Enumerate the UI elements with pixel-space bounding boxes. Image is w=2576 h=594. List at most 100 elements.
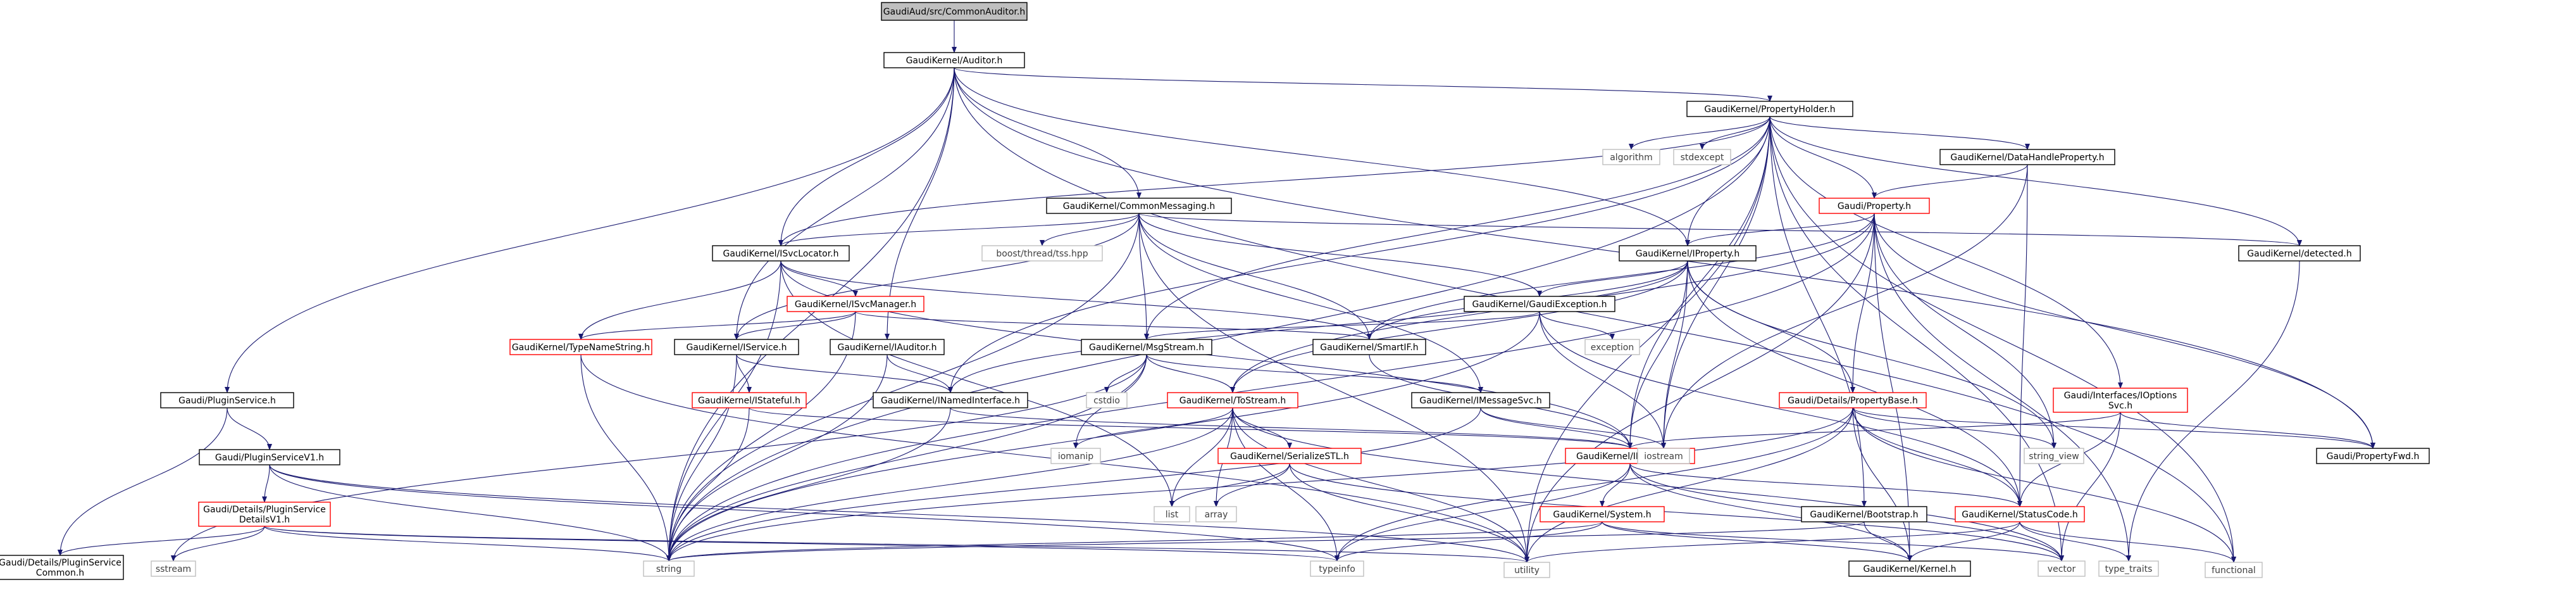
edge-pluginservicev1-to-string — [269, 464, 671, 562]
node-box-gaudiexception — [1464, 296, 1615, 312]
node-box-iomanip — [1050, 448, 1101, 464]
edge-isvclocator-to-typenamestring — [578, 260, 781, 340]
edge-bootstrap-to-kernel — [1864, 521, 1912, 562]
node-box-iauditor — [830, 339, 945, 355]
node-box-bootstrap — [1801, 506, 1927, 522]
node-box-psdetailsv1 — [198, 502, 331, 527]
edge-inamedinterface-to-string — [666, 407, 951, 562]
edge-commonmessaging-to-gaudiexception — [1138, 213, 1542, 297]
edge-isvcmanager-to-smartif — [855, 311, 1372, 340]
edge-tostream-to-typeinfo — [1232, 407, 1340, 562]
node-label-propertybase: Gaudi/Details/PropertyBase.h — [1788, 396, 1918, 406]
edge-propertybase-to-functional — [1852, 407, 2236, 563]
edge-propertyholder-to-isvclocator — [778, 116, 1770, 246]
node-smartif[interactable]: GaudiKernel/SmartIF.h — [1312, 339, 1426, 355]
node-string: string — [643, 560, 695, 577]
edge-serializestl-to-list — [1169, 463, 1290, 507]
node-propertyfwd[interactable]: Gaudi/PropertyFwd.h — [2316, 448, 2430, 464]
node-tostream[interactable]: GaudiKernel/ToStream.h — [1167, 392, 1298, 408]
edge-iproperty-to-tostream — [1230, 260, 1688, 393]
node-box-kernel — [1848, 560, 1971, 577]
edge-interface-to-kernel — [1629, 463, 1912, 562]
edge-auditor-to-functional — [954, 67, 2236, 563]
node-propertybase[interactable]: Gaudi/Details/PropertyBase.h — [1779, 392, 1927, 408]
node-kernel[interactable]: GaudiKernel/Kernel.h — [1848, 560, 1971, 577]
node-isvclocator[interactable]: GaudiKernel/ISvcLocator.h — [712, 245, 850, 262]
node-pluginservicev1[interactable]: Gaudi/PluginServiceV1.h — [199, 449, 340, 465]
edge-commonmessaging-to-utility — [1138, 213, 1529, 563]
edge-system-to-typeinfo — [1335, 521, 1603, 562]
edge-iauditor-to-string — [666, 354, 888, 562]
edge-iservice-to-istateful — [736, 354, 752, 393]
node-box-boostthread — [981, 245, 1103, 262]
node-label-imessagesvc: GaudiKernel/IMessageSvc.h — [1419, 396, 1541, 406]
node-property[interactable]: Gaudi/Property.h — [1819, 198, 1930, 214]
edge-psdetailsv1-to-pscommon — [58, 526, 265, 556]
edge-propertyholder-to-algorithm — [1629, 116, 1770, 150]
node-propertyholder[interactable]: GaudiKernel/PropertyHolder.h — [1686, 101, 1853, 117]
edge-tostream-to-iomanip — [1073, 407, 1233, 449]
edge-commonmessaging-to-iservice — [734, 213, 1140, 340]
edge-imessagesvc-to-interface — [1480, 407, 1633, 449]
edge-imessagesvc-to-string — [666, 407, 1481, 562]
node-label-isvcmanager: GaudiKernel/ISvcManager.h — [795, 300, 916, 310]
node-system[interactable]: GaudiKernel/System.h — [1540, 506, 1665, 522]
node-box-iostream — [1637, 448, 1690, 464]
node-label-list: list — [1166, 510, 1179, 520]
edge-commonmessaging-to-imessagesvc — [1138, 213, 1483, 393]
node-stringview: string_view — [2024, 448, 2084, 464]
node-box-auditor — [883, 52, 1025, 68]
node-bootstrap[interactable]: GaudiKernel/Bootstrap.h — [1801, 506, 1927, 522]
node-box-propertyfwd — [2316, 448, 2430, 464]
edge-auditor-to-iservice — [734, 67, 955, 340]
node-isvcmanager[interactable]: GaudiKernel/ISvcManager.h — [787, 296, 924, 312]
node-detected[interactable]: GaudiKernel/detected.h — [2238, 245, 2361, 262]
node-box-statuscode — [1955, 506, 2085, 522]
edge-commonmessaging-to-msgstream — [1138, 213, 1149, 340]
edge-iservice-to-inamedinterface — [736, 354, 953, 393]
node-imessagesvc[interactable]: GaudiKernel/IMessageSvc.h — [1411, 392, 1550, 408]
edge-system-to-string — [666, 521, 1603, 562]
node-box-detected — [2238, 245, 2361, 262]
node-istateful[interactable]: GaudiKernel/IStateful.h — [692, 392, 807, 408]
node-box-exception — [1584, 339, 1640, 355]
node-label-root: GaudiAud/src/CommonAuditor.h — [883, 7, 1025, 17]
node-root[interactable]: GaudiAud/src/CommonAuditor.h — [881, 2, 1028, 21]
node-auditor[interactable]: GaudiKernel/Auditor.h — [883, 52, 1025, 68]
node-iservice[interactable]: GaudiKernel/IService.h — [674, 339, 799, 355]
node-typenamestring[interactable]: GaudiKernel/TypeNameString.h — [509, 339, 652, 355]
node-pluginservice[interactable]: Gaudi/PluginService.h — [160, 392, 294, 408]
node-label-kernel: GaudiKernel/Kernel.h — [1863, 564, 1956, 574]
node-box-system — [1540, 506, 1665, 522]
edge-tostream-to-string — [666, 407, 1233, 562]
edge-datahandleproperty-to-property — [1872, 164, 2028, 199]
node-box-sstream — [151, 560, 196, 577]
node-commonmessaging[interactable]: GaudiKernel/CommonMessaging.h — [1046, 198, 1232, 214]
edge-pluginservice-to-pscommon — [58, 407, 228, 556]
edge-propertyholder-to-string — [666, 116, 1770, 562]
node-iauditor[interactable]: GaudiKernel/IAuditor.h — [830, 339, 945, 355]
edge-serializestl-to-vector — [1289, 463, 2064, 562]
node-statuscode[interactable]: GaudiKernel/StatusCode.h — [1955, 506, 2085, 522]
edge-msgstream-to-cstdio — [1104, 354, 1147, 393]
node-label-pluginservice: Gaudi/PluginService.h — [178, 396, 276, 406]
edge-isvclocator-to-smartif — [780, 260, 1372, 340]
edge-statuscode-to-typetraits — [2019, 521, 2131, 562]
node-msgstream[interactable]: GaudiKernel/MsgStream.h — [1081, 339, 1212, 355]
edge-propertyholder-to-vector — [1769, 116, 2064, 562]
node-serializestl[interactable]: GaudiKernel/SerializeSTL.h — [1217, 448, 1362, 464]
node-label-iauditor: GaudiKernel/IAuditor.h — [838, 343, 937, 353]
edge-propertybase-to-kernel — [1852, 407, 1912, 562]
node-label-psdetailsv1-line2: DetailsV1.h — [239, 515, 290, 525]
node-gaudiexception[interactable]: GaudiKernel/GaudiException.h — [1464, 296, 1615, 312]
node-inamedinterface[interactable]: GaudiKernel/INamedInterface.h — [873, 392, 1028, 408]
node-datahandleproperty[interactable]: GaudiKernel/DataHandleProperty.h — [1939, 149, 2115, 165]
node-iproperty[interactable]: GaudiKernel/IProperty.h — [1619, 245, 1757, 262]
node-box-stringview — [2024, 448, 2084, 464]
edge-propertybase-to-typeinfo — [1335, 407, 1853, 562]
edge-property-to-stringview — [1874, 213, 2056, 449]
edge-propertyholder-to-utility — [1524, 116, 1770, 563]
